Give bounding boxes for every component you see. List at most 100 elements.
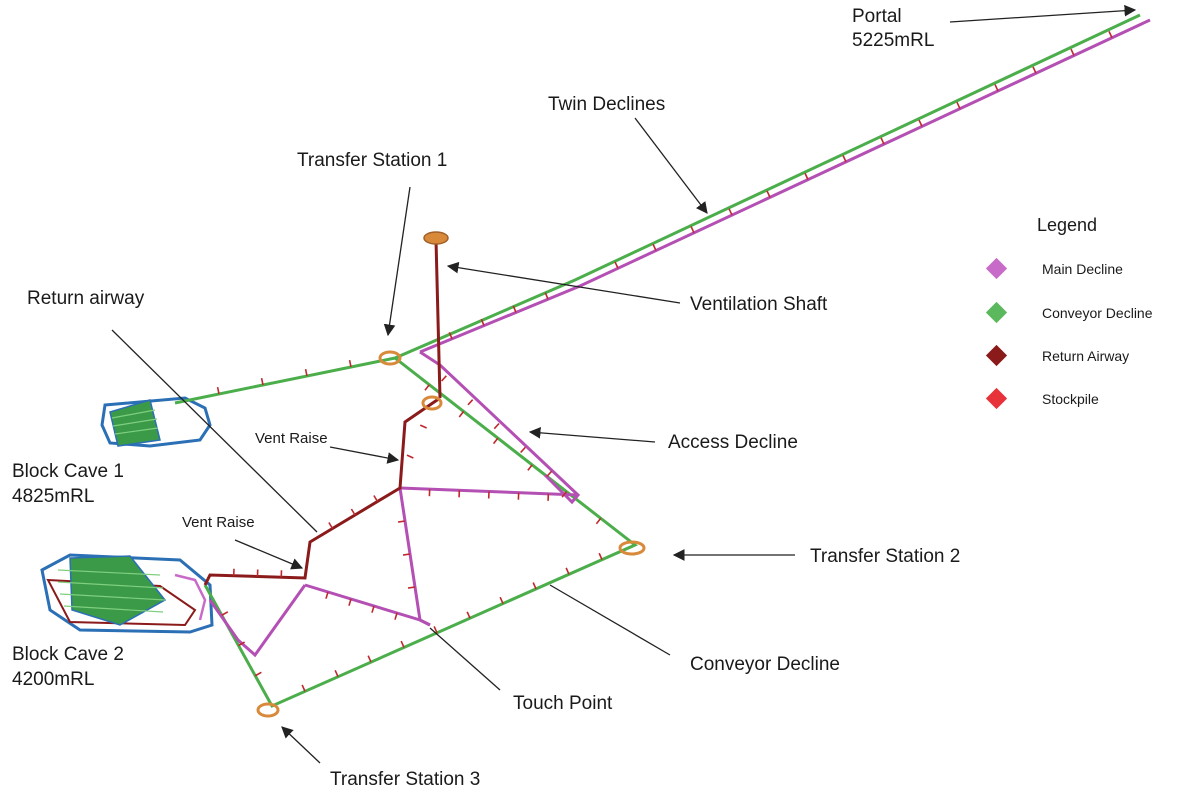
- tick-mark: [254, 671, 262, 677]
- tick-mark: [334, 670, 339, 678]
- tick-mark: [565, 567, 570, 575]
- tick-mark: [1108, 31, 1113, 39]
- touch-point-label: Touch Point: [513, 693, 613, 714]
- legend-swatch-return-airway: [985, 344, 1008, 367]
- legend-label-conveyor-decline: Conveyor Decline: [1042, 305, 1153, 321]
- tick-mark: [325, 591, 329, 599]
- portal-arrow: [949, 4, 1137, 23]
- tick-mark: [397, 520, 406, 523]
- legend-item-main-decline: Main Decline: [985, 257, 1123, 280]
- tick-mark: [350, 508, 356, 516]
- twin-declines-arrow: [634, 117, 708, 214]
- ventilation-shaft-arrow: [446, 261, 681, 304]
- tick-mark: [842, 155, 847, 163]
- tick-mark: [371, 605, 375, 613]
- tick-mark: [499, 596, 504, 604]
- legend-label-stockpile: Stockpile: [1042, 391, 1099, 407]
- tick-mark: [433, 626, 438, 634]
- tick-mark: [304, 368, 308, 377]
- tick-marks: [216, 31, 1113, 692]
- return-airway-network: [203, 239, 442, 586]
- main-decline-network: [208, 18, 1151, 658]
- return-airway-label: Return airway: [27, 288, 145, 309]
- tick-mark: [400, 640, 405, 648]
- twin-declines-label: Twin Declines: [548, 94, 665, 115]
- conveyor-decline-arrow: [549, 584, 671, 656]
- block-cave-1-rl-label: 4825mRL: [12, 486, 94, 507]
- transfer-station-1-arrow: [383, 186, 411, 337]
- tick-mark: [1070, 48, 1075, 56]
- tick-mark: [766, 190, 771, 198]
- transfer-station-2-label: Transfer Station 2: [810, 546, 960, 567]
- transfer-station-2-marker: [618, 540, 646, 556]
- tick-mark: [348, 598, 352, 606]
- portal-label: Portal: [852, 6, 902, 27]
- leader-arrows: [111, 4, 1137, 764]
- tick-mark: [512, 305, 517, 313]
- legend-label-return-airway: Return Airway: [1042, 348, 1129, 364]
- tick-mark: [419, 424, 427, 429]
- legend-item-conveyor-decline: Conveyor Decline: [985, 301, 1153, 324]
- tick-mark: [532, 582, 537, 590]
- text-labels: Portal 5225mRL Twin Declines Transfer St…: [12, 6, 960, 790]
- touch-point-arrow: [429, 627, 501, 691]
- tick-mark: [956, 101, 961, 110]
- tick-mark: [994, 84, 999, 92]
- transfer-station-1-marker: [378, 350, 402, 366]
- tick-mark: [458, 410, 465, 418]
- access-node-marker: [421, 395, 443, 411]
- block-cave-2-label: Block Cave 2: [12, 644, 124, 665]
- tick-mark: [527, 464, 533, 471]
- vent-raise-upper-arrow: [329, 446, 400, 464]
- tick-mark: [493, 422, 500, 430]
- legend-title: Legend: [1037, 215, 1097, 235]
- tick-mark: [238, 641, 246, 647]
- tick-mark: [394, 612, 398, 620]
- tick-mark: [348, 359, 352, 368]
- tick-mark: [614, 261, 619, 269]
- conveyor-decline-label: Conveyor Decline: [690, 654, 840, 675]
- block-cave-2-drawing: [40, 553, 214, 634]
- tick-mark: [595, 517, 602, 525]
- tick-mark: [690, 226, 695, 234]
- transfer-station-1-label: Transfer Station 1: [297, 150, 447, 171]
- ventilation-shaft-label: Ventilation Shaft: [690, 294, 828, 315]
- tick-mark: [367, 655, 372, 663]
- legend-swatch-conveyor-decline: [985, 301, 1008, 324]
- tick-mark: [492, 437, 499, 445]
- tick-mark: [544, 292, 549, 300]
- tick-mark: [652, 243, 657, 251]
- tick-mark: [328, 522, 334, 529]
- tick-mark: [466, 611, 471, 619]
- legend-swatch-main-decline: [985, 257, 1008, 280]
- tick-mark: [480, 318, 485, 326]
- legend-item-stockpile: Stockpile: [985, 387, 1099, 410]
- block-cave-1-label: Block Cave 1: [12, 461, 124, 482]
- tick-mark: [441, 375, 447, 382]
- tick-mark: [598, 552, 603, 560]
- tick-mark: [406, 454, 414, 459]
- tick-mark: [467, 399, 474, 406]
- legend-label-main-decline: Main Decline: [1042, 261, 1123, 277]
- tick-mark: [546, 470, 553, 477]
- tick-mark: [561, 491, 568, 498]
- tick-mark: [520, 446, 526, 454]
- tick-mark: [1032, 66, 1037, 74]
- tick-mark: [221, 611, 229, 616]
- tick-mark: [804, 172, 809, 180]
- tick-mark: [260, 377, 264, 386]
- legend-swatch-stockpile: [985, 387, 1008, 410]
- block-cave-1-drawing: [100, 396, 212, 448]
- ventilation-shaft-collar: [423, 231, 449, 245]
- transfer-station-3-label: Transfer Station 3: [330, 769, 480, 790]
- tick-mark: [880, 137, 885, 145]
- access-decline-label: Access Decline: [668, 432, 798, 453]
- legend: Legend Main Decline Conveyor Decline Ret…: [985, 215, 1153, 410]
- legend-item-return-airway: Return Airway: [985, 344, 1129, 367]
- access-decline-arrow: [528, 427, 656, 443]
- tick-mark: [918, 119, 923, 127]
- tick-mark: [424, 384, 430, 391]
- tick-mark: [373, 495, 379, 502]
- stations: [256, 231, 646, 718]
